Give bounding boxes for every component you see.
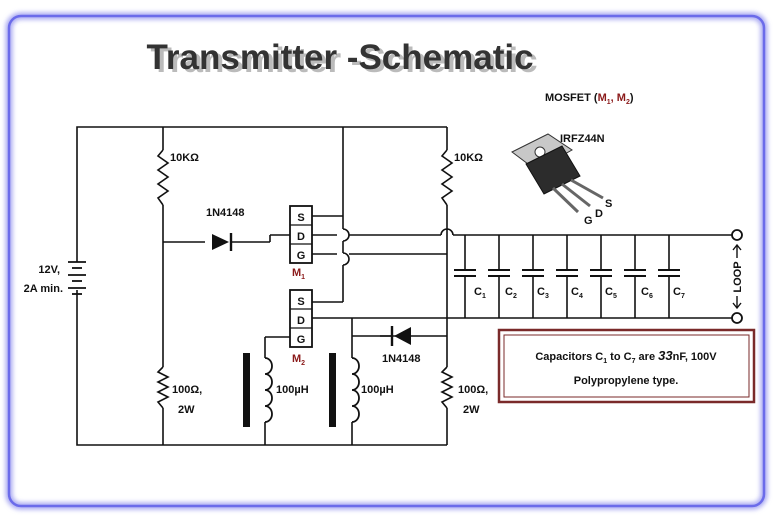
supply-current-label: 2A min.: [24, 283, 63, 295]
m1-pin-s: S: [297, 212, 304, 224]
inductor-right: [329, 353, 360, 427]
loop-terminal-top: [731, 229, 743, 241]
m1-label: M1: [292, 267, 305, 281]
loop-terminal-bottom: [731, 312, 743, 324]
mosfet-header: MOSFET (M1, M2): [545, 92, 634, 106]
note-box-inner: [503, 334, 750, 398]
m2-pin-s: S: [297, 296, 304, 308]
pin-label-s: S: [605, 198, 612, 210]
note-line-1: Capacitors C1 to C7 are 33nF, 100V: [535, 348, 717, 365]
resistor-label-top-right: 10KΩ: [454, 152, 483, 164]
m2-pin-d: D: [297, 315, 305, 327]
note-line-2: Polypropylene type.: [574, 375, 679, 387]
frame-glow: [5, 12, 768, 510]
m1-pin-d: D: [297, 231, 305, 243]
resistor-10k-right: [440, 149, 454, 206]
wires: [76, 126, 735, 446]
resistor-label-bottom-left-2: 2W: [178, 404, 195, 416]
resistor-100ohm-right: [440, 366, 454, 409]
resistor-10k-left: [156, 149, 170, 206]
cap-label-c2: C2: [505, 286, 517, 300]
resistor-100ohm-left: [156, 366, 170, 409]
resistor-label-bottom-right-1: 100Ω,: [458, 384, 488, 396]
mosfet-part-label: IRFZ44N: [560, 133, 605, 145]
title-shadow: Transmitter -Schematic: [150, 41, 537, 80]
cap-label-c4: C4: [571, 286, 583, 300]
mosfet-m2: [289, 289, 313, 348]
m2-pin-g: G: [297, 334, 306, 346]
m2-label: M2: [292, 353, 305, 367]
loop-label: LOOP: [732, 261, 744, 292]
inductor-left: [243, 353, 273, 427]
capacitor-plates: [454, 269, 680, 277]
resistor-label-bottom-right-2: 2W: [463, 404, 480, 416]
loop-arrow: [732, 243, 742, 310]
inductor-label-left: 100µH: [276, 384, 309, 396]
mosfet-package-illustration: [511, 133, 604, 214]
diode-label-top: 1N4148: [206, 207, 245, 219]
pin-label-d: D: [595, 208, 603, 220]
cap-label-c7: C7: [673, 286, 685, 300]
resistor-label-bottom-left-1: 100Ω,: [172, 384, 202, 396]
supply-voltage-label: 12V,: [38, 264, 60, 276]
inductor-label-right: 100µH: [361, 384, 394, 396]
resistor-label-top-left: 10KΩ: [170, 152, 199, 164]
cap-label-c5: C5: [605, 286, 617, 300]
cap-label-c6: C6: [641, 286, 653, 300]
note-box: [497, 328, 756, 404]
frame-border: [7, 14, 766, 508]
battery-symbol: [68, 261, 86, 295]
m1-pin-g: G: [297, 250, 306, 262]
cap-label-c1: C1: [474, 286, 486, 300]
pin-label-g: G: [584, 215, 593, 227]
diode-top: [212, 233, 233, 251]
mosfet-m1: [289, 205, 313, 264]
page-title: Transmitter -Schematic: [146, 38, 533, 77]
diode-bottom: [390, 326, 411, 346]
cap-label-c3: C3: [537, 286, 549, 300]
diode-label-bottom: 1N4148: [382, 353, 421, 365]
